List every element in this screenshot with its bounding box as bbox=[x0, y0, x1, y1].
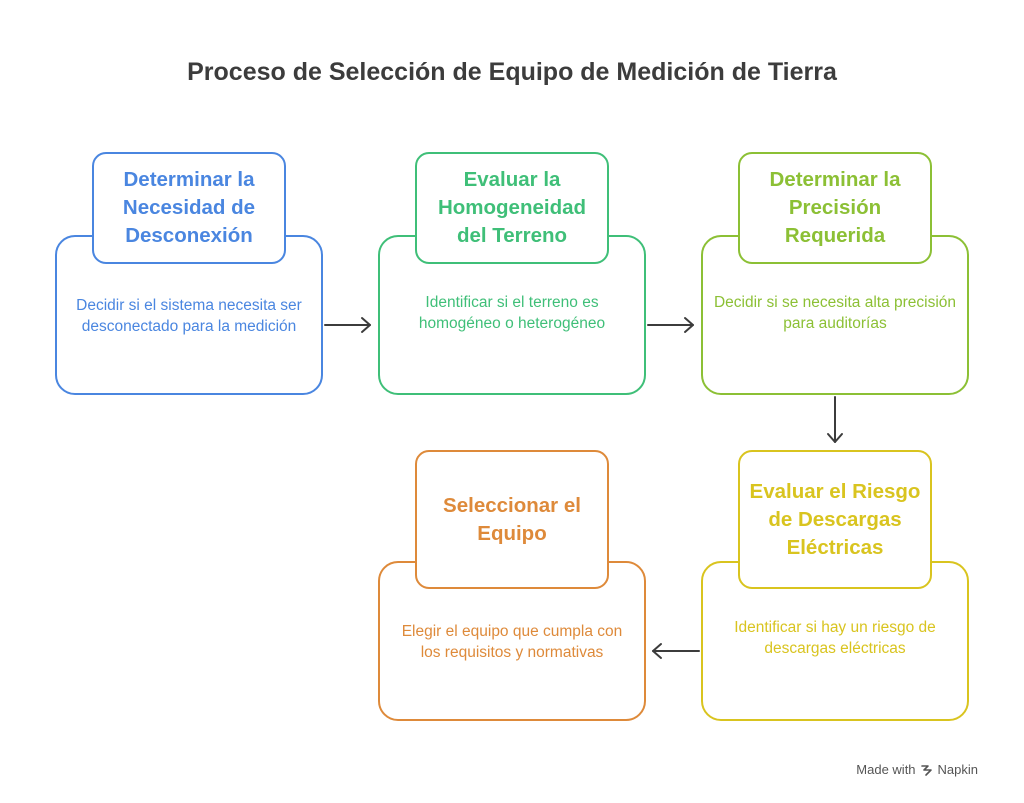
napkin-brand: Napkin bbox=[937, 762, 978, 777]
arrow-step2-to-step3 bbox=[647, 317, 694, 333]
step-4-heading-box: Evaluar el Riesgo de Descargas Eléctrica… bbox=[738, 450, 932, 589]
step-1-heading-box: Determinar la Necesidad de Desconexión bbox=[92, 152, 286, 264]
made-with-napkin: Made with Napkin bbox=[856, 762, 978, 777]
arrow-step1-to-step2 bbox=[324, 317, 371, 333]
arrow-step3-to-step4 bbox=[827, 396, 843, 443]
step-3-description: Decidir si se necesita alta precisión pa… bbox=[713, 294, 957, 332]
step-5-heading-box: Seleccionar el Equipo bbox=[415, 450, 609, 589]
step-1-description: Decidir si el sistema necesita ser desco… bbox=[76, 297, 302, 335]
step-4-heading: Evaluar el Riesgo de Descargas Eléctrica… bbox=[749, 479, 921, 559]
arrow-step4-to-step5 bbox=[652, 643, 700, 659]
step-1-heading: Determinar la Necesidad de Desconexión bbox=[122, 168, 256, 247]
napkin-logo-icon bbox=[920, 764, 932, 776]
step-2-description: Identificar si el terreno es homogéneo o… bbox=[418, 294, 606, 332]
step-2-heading: Evaluar la Homogeneidad del Terreno bbox=[437, 168, 587, 247]
step-5-description: Elegir el equipo que cumpla con los requ… bbox=[401, 623, 623, 661]
step-3-heading-box: Determinar la Precisión Requerida bbox=[738, 152, 932, 264]
step-2-heading-box: Evaluar la Homogeneidad del Terreno bbox=[415, 152, 609, 264]
step-4-description: Identificar si hay un riesgo de descarga… bbox=[734, 619, 936, 657]
step-5-heading: Seleccionar el Equipo bbox=[443, 493, 581, 545]
step-3-heading: Determinar la Precisión Requerida bbox=[769, 168, 901, 247]
made-with-label: Made with bbox=[856, 762, 916, 777]
diagram-title: Proceso de Selección de Equipo de Medici… bbox=[187, 58, 837, 86]
